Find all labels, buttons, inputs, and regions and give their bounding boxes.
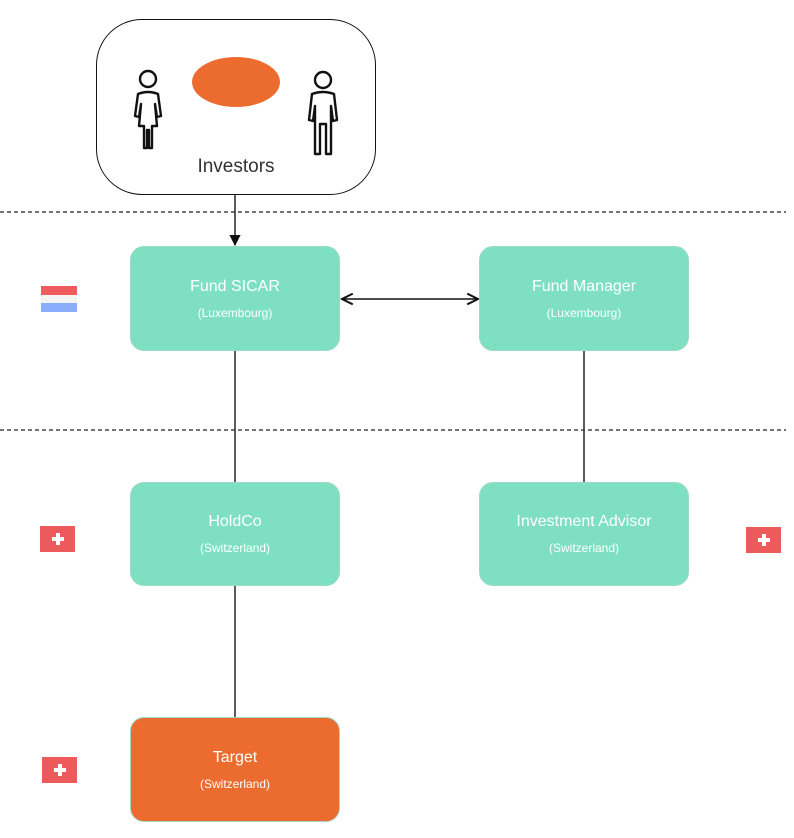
- swiss-flag-icon: [42, 757, 77, 783]
- node-subtitle: (Switzerland): [199, 776, 271, 791]
- node-subtitle: (Luxembourg): [546, 305, 622, 320]
- luxembourg-flag-icon: [41, 286, 77, 313]
- swiss-cross-icon: [51, 533, 64, 545]
- node-subtitle: (Luxembourg): [197, 305, 273, 320]
- node-target[interactable]: Target (Switzerland): [130, 717, 340, 822]
- female-person-icon: [133, 69, 163, 150]
- node-title: HoldCo: [208, 513, 262, 530]
- node-title: Fund SICAR: [190, 277, 280, 295]
- investors-icons: [133, 57, 339, 156]
- male-person-icon: [307, 70, 339, 156]
- node-investment-advisor[interactable]: Investment Advisor (Switzerland): [479, 482, 689, 586]
- node-fund-manager[interactable]: Fund Manager (Luxembourg): [479, 246, 689, 351]
- swiss-flag-icon: [746, 527, 781, 553]
- investors-label: Investors: [197, 156, 275, 177]
- swiss-cross-icon: [757, 534, 770, 546]
- investor-ellipse-icon: [192, 57, 280, 107]
- swiss-cross-icon: [53, 764, 66, 776]
- node-title: Investment Advisor: [516, 513, 652, 530]
- node-title: Target: [212, 748, 258, 766]
- investors-group[interactable]: Investors: [96, 19, 376, 195]
- node-title: Fund Manager: [531, 277, 637, 295]
- node-fund-sicar[interactable]: Fund SICAR (Luxembourg): [130, 246, 340, 351]
- node-subtitle: (Switzerland): [548, 541, 620, 555]
- node-holdco[interactable]: HoldCo (Switzerland): [130, 482, 340, 586]
- swiss-flag-icon: [40, 526, 75, 552]
- node-subtitle: (Switzerland): [199, 541, 271, 555]
